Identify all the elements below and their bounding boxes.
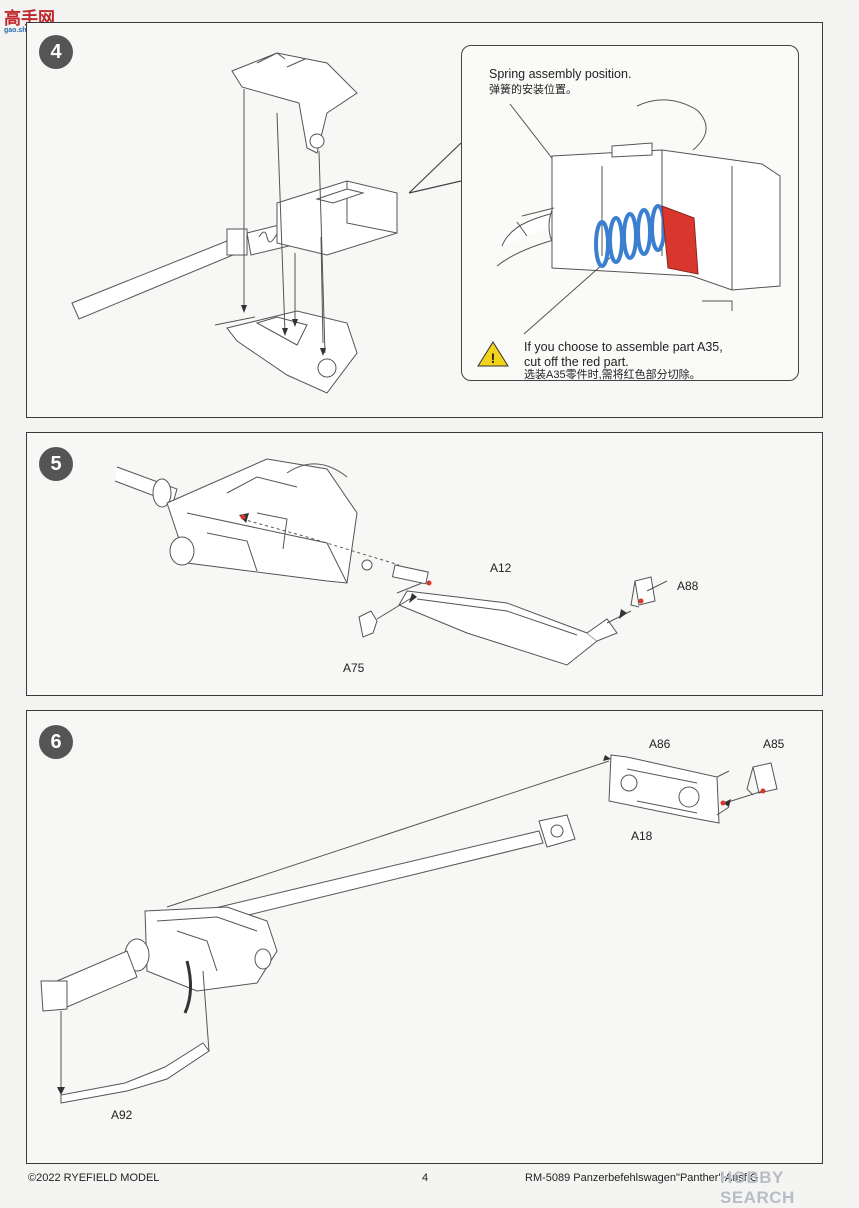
step-5-drawing — [114, 458, 668, 666]
step-4-panel: 4 — [26, 22, 823, 418]
warning-line-2: cut off the red part. — [524, 355, 629, 369]
footer-page-number: 4 — [422, 1172, 429, 1184]
warning-line-1: If you choose to assemble part A35, — [524, 340, 723, 354]
part-label-a92: A92 — [111, 1108, 133, 1122]
part-label-a86: A86 — [649, 737, 671, 751]
part-label-a85: A85 — [763, 737, 785, 751]
spring-closeup-drawing: ! — [477, 99, 781, 367]
part-label-a75: A75 — [343, 661, 365, 675]
hobby-search-watermark: HOBBY SEARCH — [720, 1168, 795, 1207]
spring-position-note: Spring assembly position. — [489, 67, 632, 81]
part-label-a88: A88 — [677, 579, 699, 593]
step-5-panel: 5 — [26, 432, 823, 696]
step-4-drawing — [71, 52, 462, 394]
step-6-drawing — [40, 754, 778, 1104]
part-label-a12: A12 — [490, 561, 512, 575]
step-number: 6 — [39, 725, 73, 759]
spring-callout: Spring assembly position. 弹簧的安装位置。 — [461, 45, 799, 381]
step-number: 4 — [39, 35, 73, 69]
footer-product: RM-5089 Panzerbefehlswagen"Panther" Ausf… — [525, 1172, 759, 1184]
svg-text:!: ! — [491, 350, 496, 366]
step-number: 5 — [39, 447, 73, 481]
part-label-a18: A18 — [631, 829, 653, 843]
step-6-panel: 6 — [26, 710, 823, 1164]
spring-position-note-cn: 弹簧的安装位置。 — [489, 84, 577, 96]
footer-copyright: ©2022 RYEFIELD MODEL — [28, 1172, 160, 1184]
warning-line-cn: 选装A35零件时,需将红色部分切除。 — [524, 369, 701, 381]
